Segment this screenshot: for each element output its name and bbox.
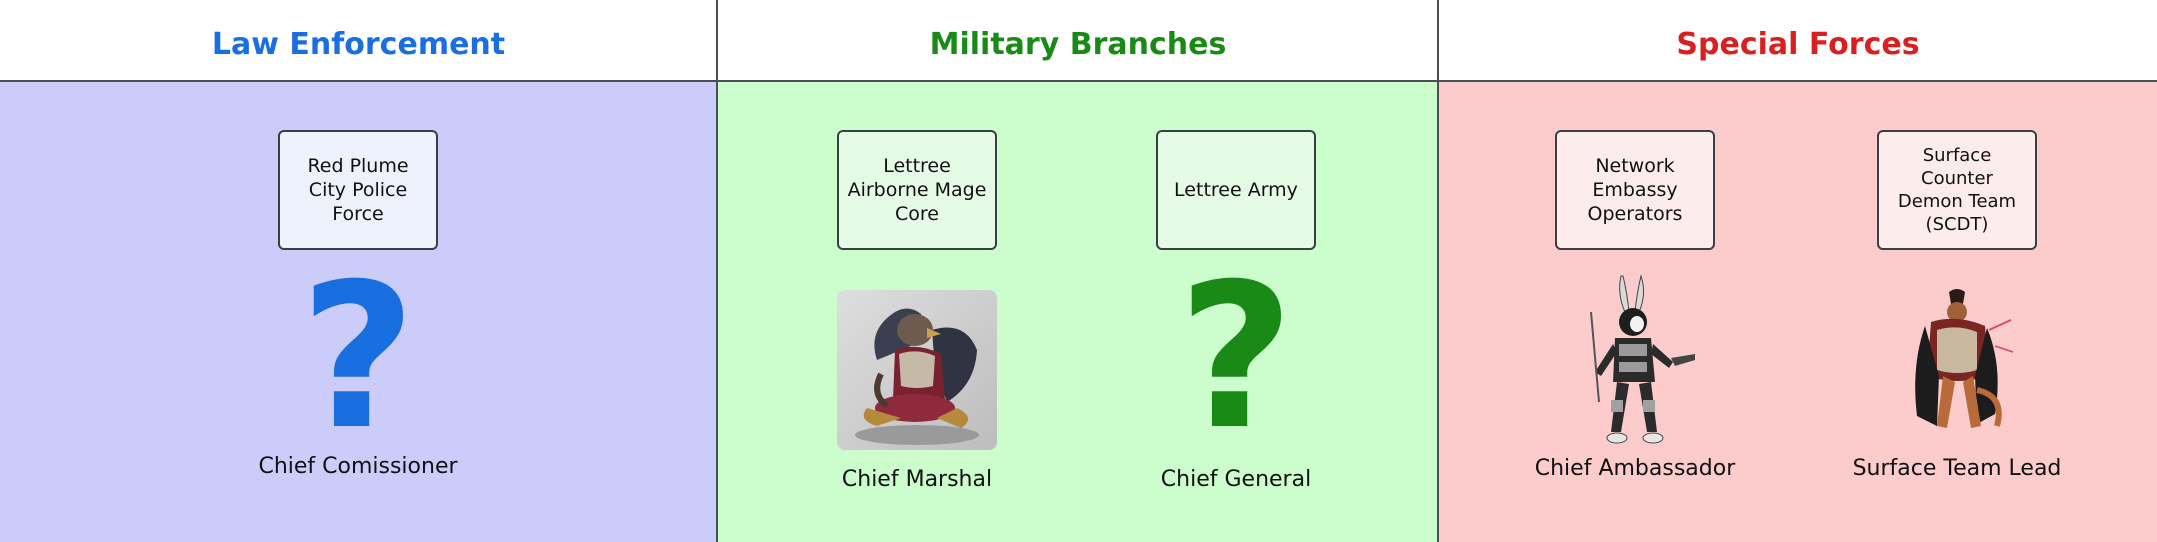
unit-card: Lettree Army: [1156, 130, 1316, 250]
bird-warrior-image: [837, 290, 997, 450]
cloaked-lizard-figure: [1877, 286, 2037, 446]
role-label: Chief Ambassador: [1534, 456, 1736, 481]
unit-card: Network Embassy Operators: [1555, 130, 1715, 250]
column-title: Military Branches: [929, 26, 1227, 62]
question-mark-icon: ?: [1177, 241, 1294, 474]
column-header: Military Branches: [718, 0, 1438, 82]
column-law-enforcement: Law Enforcement Red Plume City Police Fo…: [0, 0, 717, 542]
column-title: Law Enforcement: [211, 26, 506, 62]
unit-card: Lettree Airborne Mage Core: [837, 130, 997, 250]
column-divider: [716, 0, 718, 542]
rabbit-agent-figure: [1555, 272, 1715, 444]
cloaked-lizard-image: [1915, 289, 2014, 428]
column-military-branches: Military Branches Lettree Airborne Mage …: [718, 0, 1438, 542]
role-label: Surface Team Lead: [1852, 456, 2062, 481]
column-divider: [1437, 0, 1439, 542]
question-mark-icon: ?: [299, 241, 416, 474]
unit-card: Red Plume City Police Force: [278, 130, 438, 250]
role-label: Chief General: [1160, 467, 1312, 492]
unit-card: Surface Counter Demon Team (SCDT): [1877, 130, 2037, 250]
column-special-forces: Special Forces Network Embassy Operators…: [1439, 0, 2157, 542]
column-header: Special Forces: [1439, 0, 2157, 82]
role-label: Chief Comissioner: [258, 454, 458, 479]
rabbit-agent-image: [1590, 274, 1695, 444]
bird-warrior-portrait: [837, 290, 997, 450]
column-title: Special Forces: [1676, 26, 1920, 62]
role-label: Chief Marshal: [841, 467, 993, 492]
column-header: Law Enforcement: [0, 0, 717, 82]
